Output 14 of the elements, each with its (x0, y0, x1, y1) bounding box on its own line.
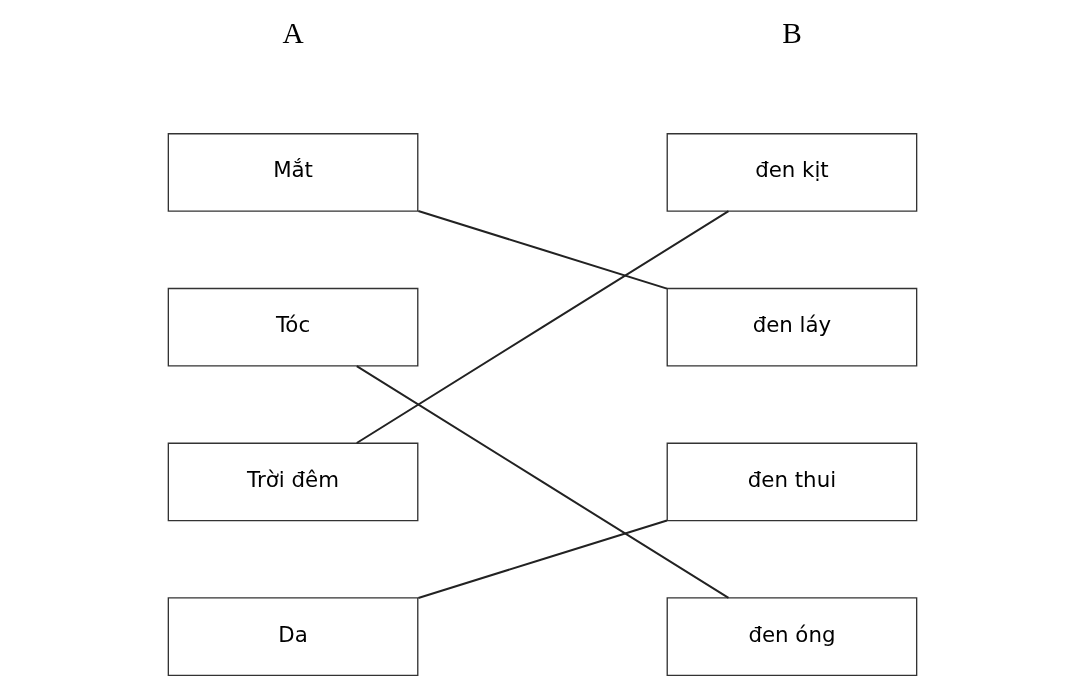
node-box: Tóc (167, 287, 418, 367)
node-box: đen kịt (666, 133, 917, 212)
node-box: đen óng (666, 597, 917, 676)
node-box: Trời đêm (167, 442, 418, 522)
connector (355, 365, 729, 599)
node-box: đen láy (666, 287, 917, 367)
connector (416, 210, 668, 290)
node-box: đen thui (666, 442, 917, 522)
node-box: Mắt (167, 133, 418, 212)
connector (355, 210, 729, 444)
label: A (281, 16, 304, 49)
label: B (781, 16, 802, 49)
connector (416, 519, 668, 599)
node-box: Da (167, 597, 418, 676)
